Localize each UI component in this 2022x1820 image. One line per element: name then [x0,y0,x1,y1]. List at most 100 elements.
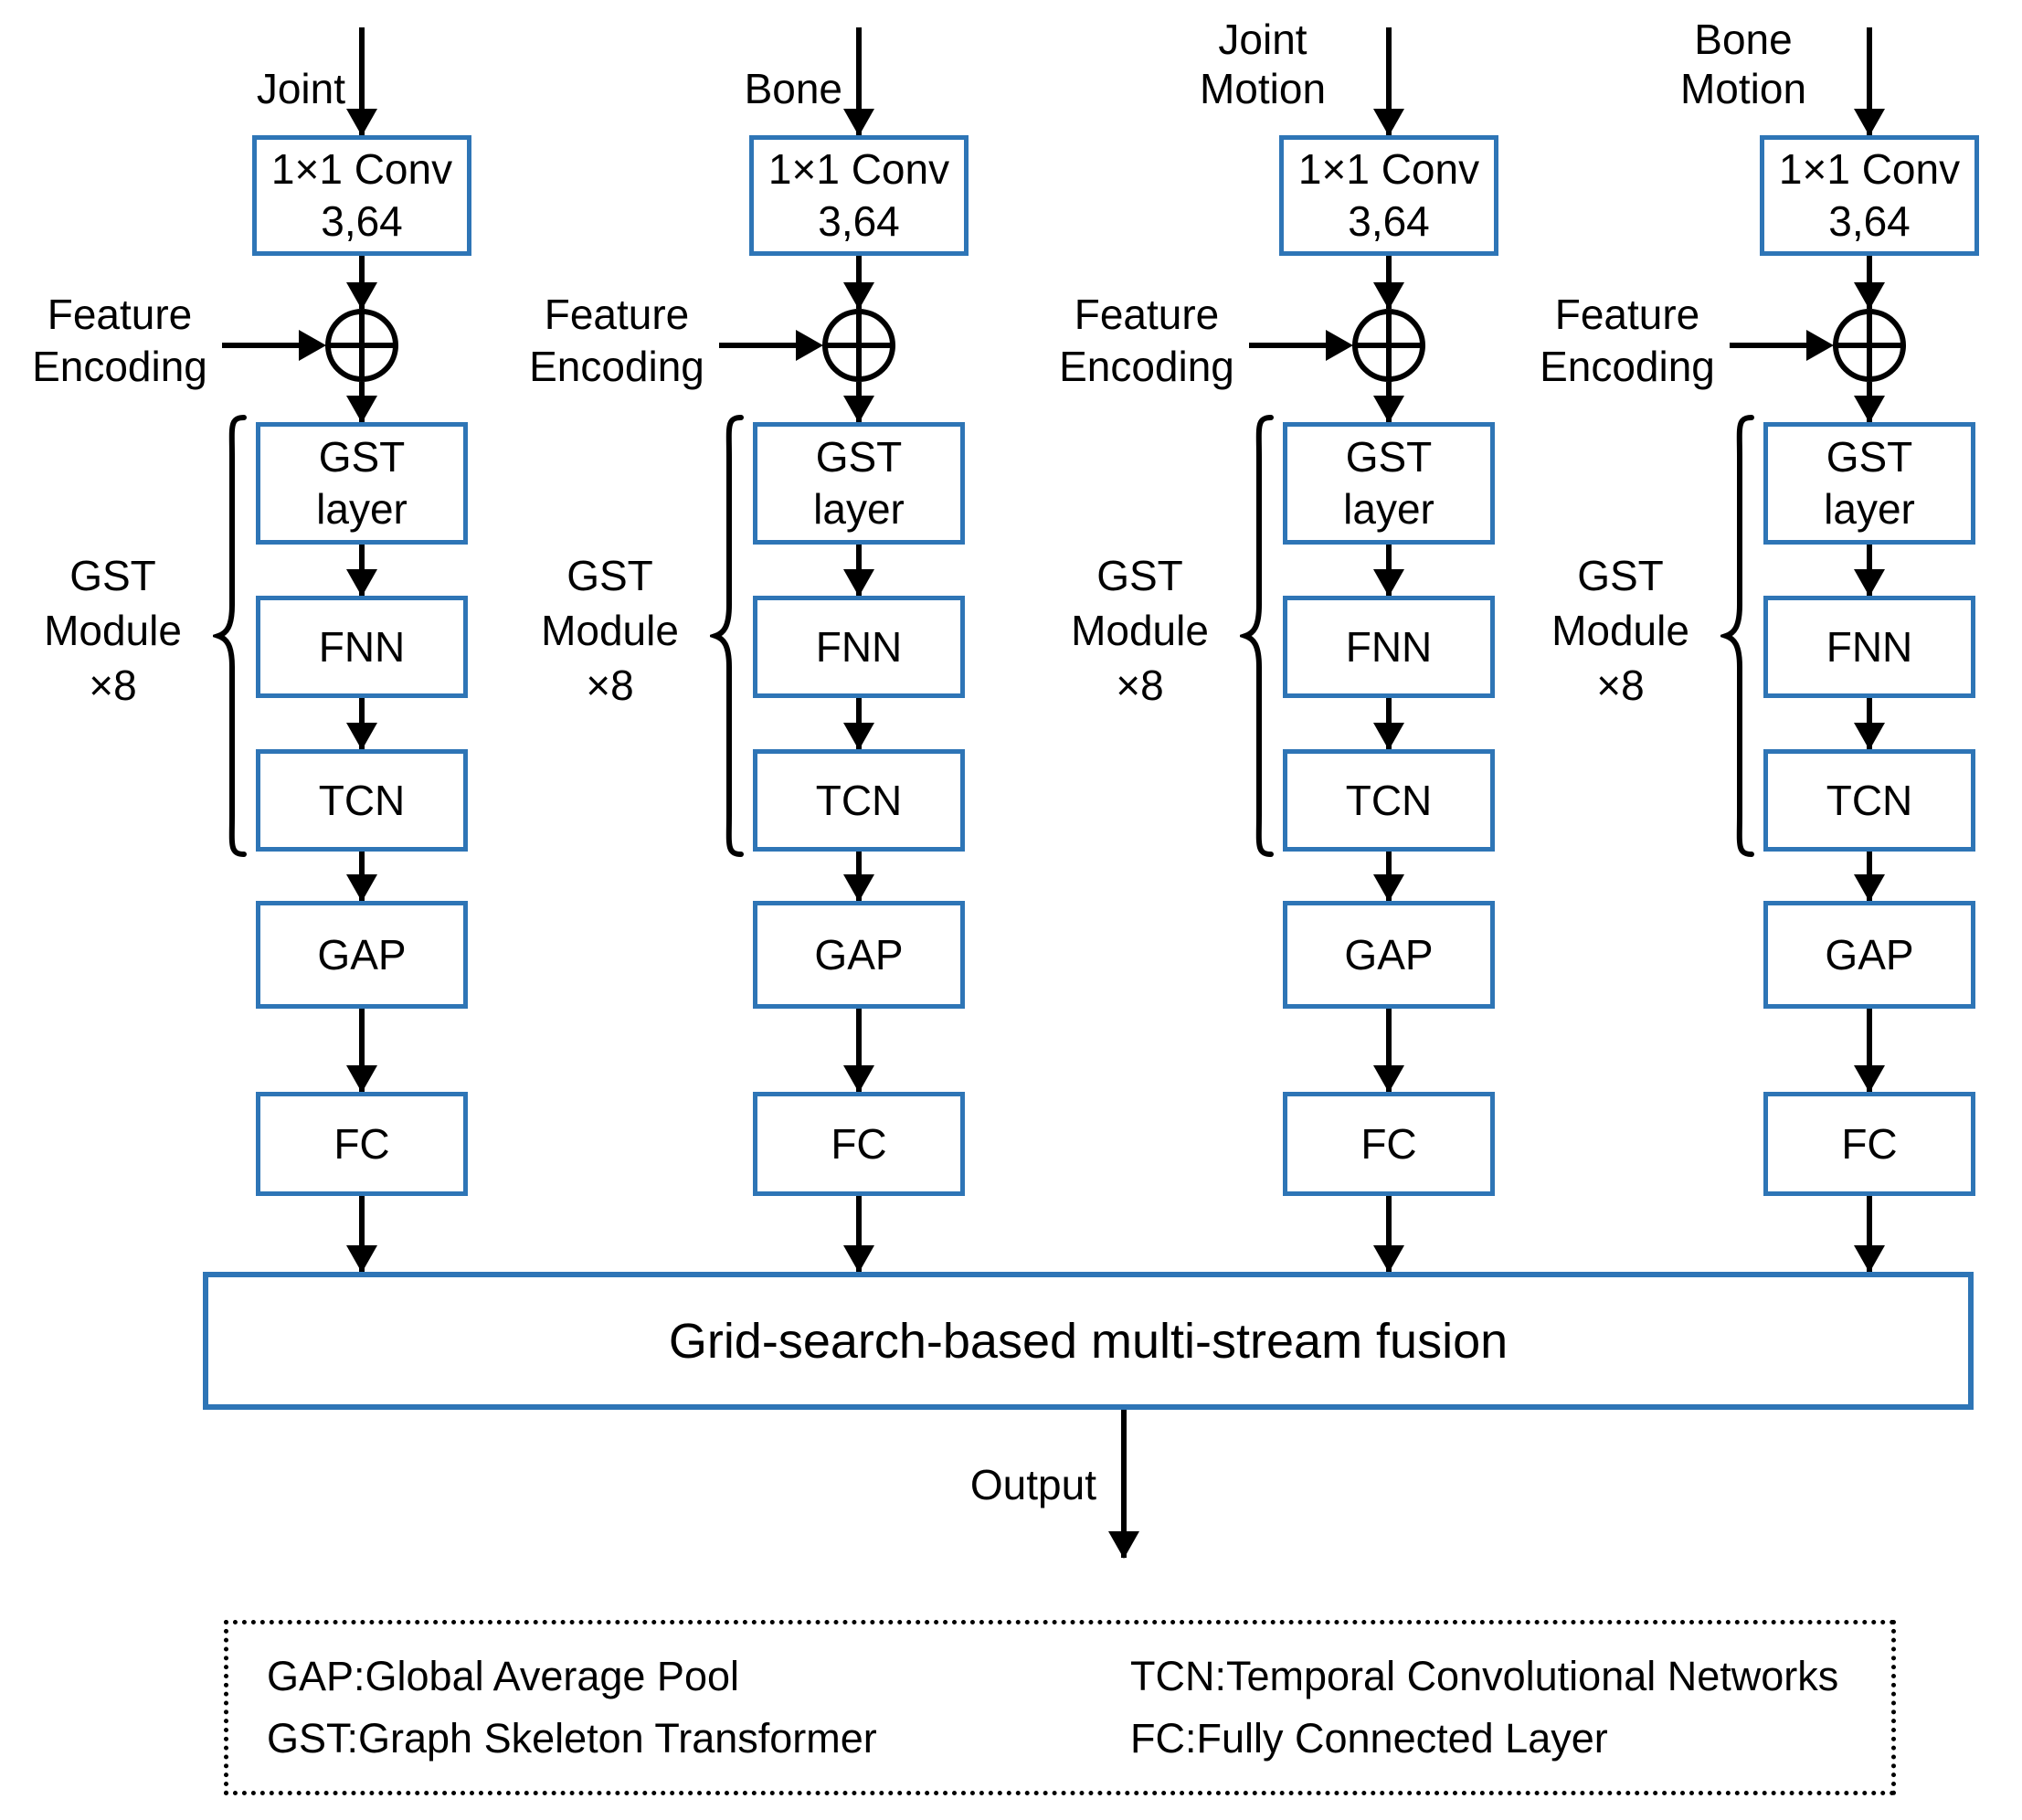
fc-box: FC [1763,1092,1975,1196]
stream-input-label-text: Bone [744,65,842,112]
stream-bone: Bone 1×1 Conv 3,64 Feature Encoding GST … [529,0,1110,1334]
stream-joint-motion: Joint Motion 1×1 Conv 3,64 Feature Encod… [1059,0,1640,1334]
gst-layer-box: GST layer [753,422,965,545]
stream-joint: Joint 1×1 Conv 3,64 Feature Encoding GST… [32,0,613,1334]
gap-label: GAP [1825,930,1914,979]
fc-label: FC [1841,1119,1898,1168]
gst-layer-label: GST layer [1824,433,1915,533]
arrow-down-icon [346,1196,377,1273]
legend-item: FC:Fully Connected Layer [1130,1715,1608,1762]
arrow-down-icon [1854,698,1885,750]
feature-encoding-label: Feature Encoding [1059,291,1234,390]
fnn-box: FNN [1283,596,1495,698]
arrow-down-icon [346,545,377,597]
feature-encoding-label: Feature Encoding [529,291,704,390]
brace-icon [710,415,744,857]
stream-input-label-text: Joint [256,65,345,112]
arrow-right-icon [222,330,326,361]
arrow-down-icon [843,852,874,902]
conv-box: 1×1 Conv 3,64 [252,135,471,256]
gap-box: GAP [1763,901,1975,1009]
stream-bone-motion: Bone Motion 1×1 Conv 3,64 Feature Encodi… [1540,0,2022,1334]
arrow-down-icon [843,545,874,597]
legend-item: GST:Graph Skeleton Transformer [267,1715,877,1762]
arrow-down-icon [346,698,377,750]
brace-icon [1720,415,1754,857]
gst-layer-label: GST layer [316,433,408,533]
gap-box: GAP [753,901,965,1009]
fc-box: FC [753,1092,965,1196]
output-label: Output [969,1461,1096,1508]
gap-box: GAP [1283,901,1495,1009]
conv-box: 1×1 Conv 3,64 [1760,135,1979,256]
stream-input-label: Bone [745,13,842,113]
brace-icon [213,415,247,857]
arrow-down-icon [1854,1009,1885,1093]
tcn-label: TCN [1826,776,1913,824]
stream-input-label-text: Joint Motion [1199,16,1327,112]
arrow-down-icon [843,1196,874,1273]
gst-layer-label: GST layer [1343,433,1434,533]
conv-label: 1×1 Conv [1778,145,1961,193]
tcn-box: TCN [1763,749,1975,852]
tcn-label: TCN [1345,776,1433,824]
arrow-down-icon [1373,698,1404,750]
fnn-label: FNN [318,622,406,671]
gst-layer-box: GST layer [256,422,468,545]
conv-box: 1×1 Conv 3,64 [1279,135,1498,256]
tcn-label: TCN [815,776,903,824]
gst-module-label: GST Module ×8 [1551,552,1689,709]
fnn-label: FNN [1826,622,1913,671]
plus-icon [1867,312,1872,378]
gap-box: GAP [256,901,468,1009]
arrow-down-icon [1373,852,1404,902]
conv-label: 1×1 Conv [768,145,950,193]
feature-encoding-label: Feature Encoding [32,291,207,390]
arrow-down-icon [843,256,874,310]
arrow-down-icon [1373,545,1404,597]
arrow-down-icon [843,698,874,750]
fusion-label: Grid-search-based multi-stream fusion [668,1313,1509,1369]
brace-icon [1240,415,1274,857]
stream-input-label-text: Bone Motion [1679,16,1807,112]
fnn-label: FNN [815,622,903,671]
arrow-down-icon [1108,1410,1139,1559]
fc-box: FC [1283,1092,1495,1196]
fc-label: FC [333,1119,390,1168]
conv-box: 1×1 Conv 3,64 [749,135,969,256]
arrow-down-icon [1854,852,1885,902]
arrow-down-icon [843,27,874,136]
conv-params: 3,64 [321,197,403,245]
tcn-box: TCN [753,749,965,852]
gst-layer-box: GST layer [1283,422,1495,545]
arrow-down-icon [1373,256,1404,310]
conv-label: 1×1 Conv [1297,145,1480,193]
gst-module-label: GST Module ×8 [541,552,679,709]
stream-input-label: Bone Motion [1634,13,1853,113]
stream-input-label: Joint Motion [1153,13,1372,113]
arrow-down-icon [346,27,377,136]
arrow-down-icon [1373,27,1404,136]
conv-label: 1×1 Conv [270,145,453,193]
arrow-down-icon [1373,1009,1404,1093]
legend-item: TCN:Temporal Convolutional Networks [1130,1653,1839,1699]
fnn-box: FNN [753,596,965,698]
plus-icon [359,312,365,378]
arrow-down-icon [1854,256,1885,310]
fusion-box: Grid-search-based multi-stream fusion [203,1272,1974,1410]
fc-label: FC [831,1119,887,1168]
conv-params: 3,64 [1828,197,1911,245]
plus-icon [856,312,862,378]
gst-module-label: GST Module ×8 [1071,552,1209,709]
arrow-down-icon [843,382,874,423]
tcn-box: TCN [256,749,468,852]
gst-layer-box: GST layer [1763,422,1975,545]
legend-box: GAP:Global Average Pool TCN:Temporal Con… [224,1620,1896,1795]
arrow-down-icon [346,256,377,310]
gst-module-label: GST Module ×8 [44,552,182,709]
fc-box: FC [256,1092,468,1196]
arrow-right-icon [719,330,823,361]
fnn-box: FNN [256,596,468,698]
stream-input-label: Joint [257,13,345,113]
